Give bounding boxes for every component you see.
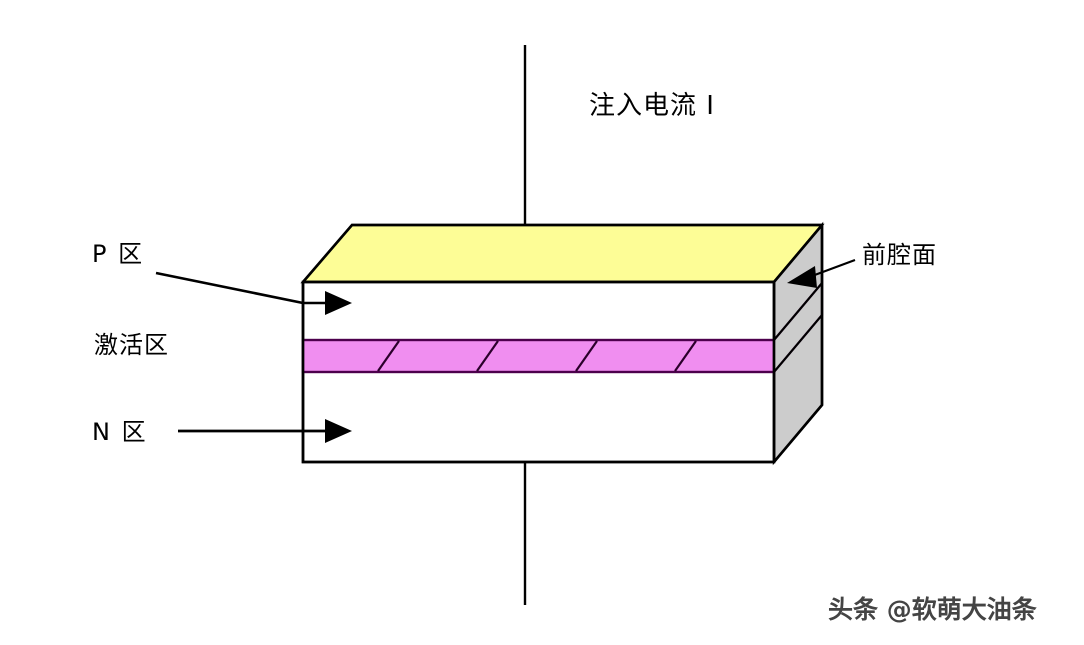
- front-facet-arrowhead: [787, 266, 817, 288]
- p-region-label: P 区: [92, 240, 145, 268]
- n-region-label: N 区: [92, 418, 148, 446]
- active-layer-front: [301, 338, 776, 374]
- front-facet-leader: [811, 258, 856, 278]
- side-face-line-upper: [773, 282, 823, 341]
- n-region-arrowhead: [325, 419, 352, 443]
- active-region-label: 激活区: [94, 331, 169, 359]
- front-facet-label: 前腔面: [862, 241, 937, 269]
- current-injection-label: 注入电流 I: [589, 91, 715, 121]
- active-layer-hatching: [377, 340, 697, 372]
- p-region-arrowhead: [325, 291, 352, 315]
- block-outline: [301, 223, 824, 464]
- side-face-line-lower: [773, 314, 823, 373]
- top-face-p-cladding: [300, 223, 825, 284]
- watermark-text: 头条 @软萌大油条: [828, 595, 1037, 624]
- p-region-leader: [155, 271, 304, 305]
